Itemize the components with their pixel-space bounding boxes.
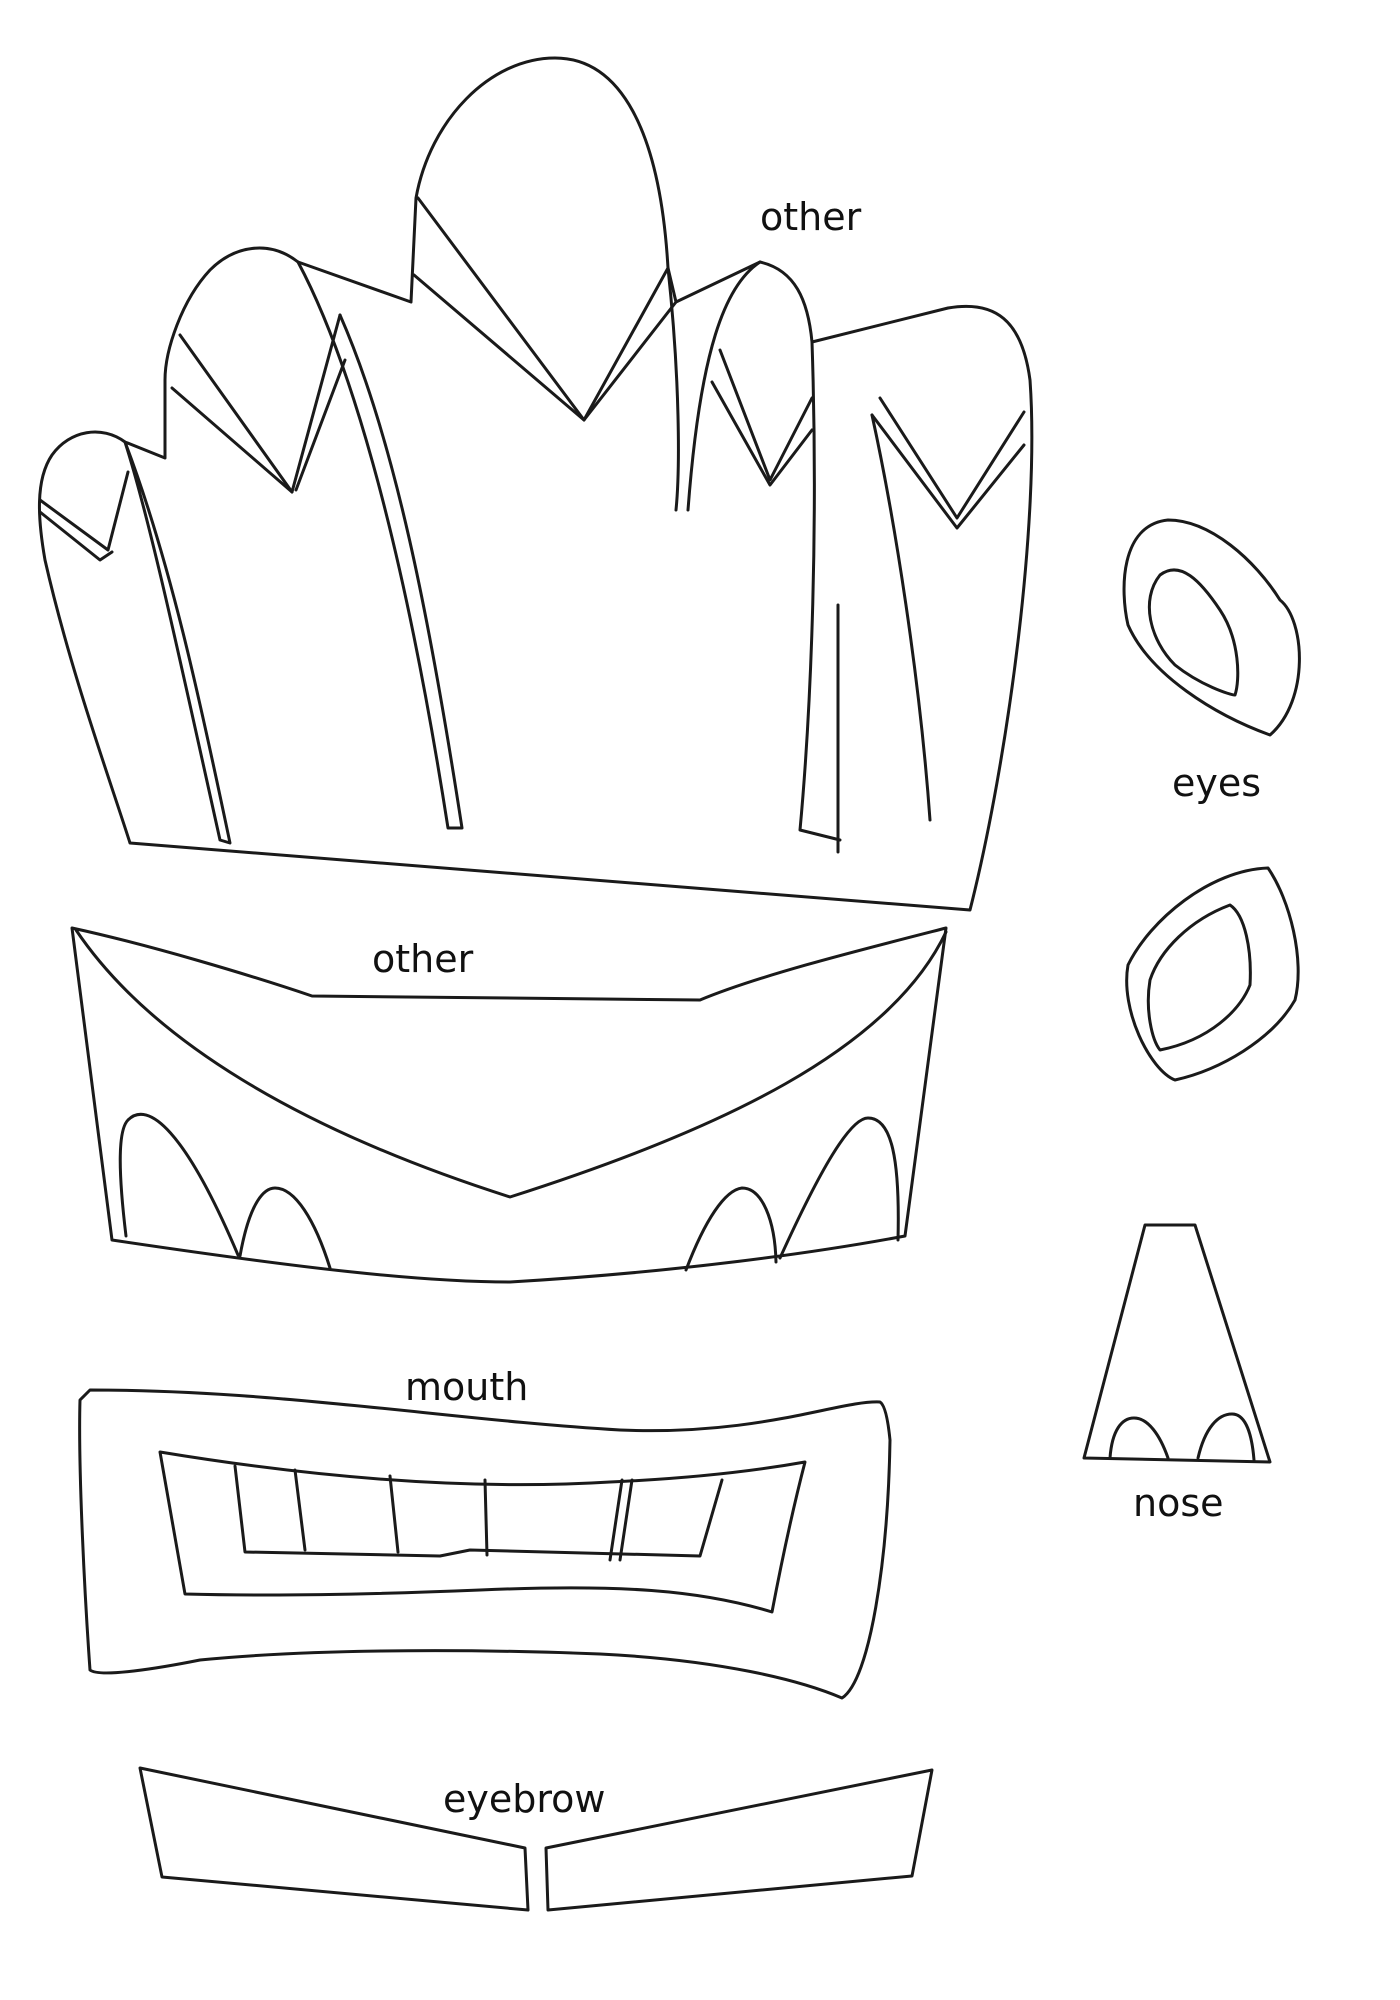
eyes-label: eyes	[1172, 761, 1261, 805]
mouth-piece	[78, 1388, 892, 1700]
headband-label: other	[372, 937, 474, 981]
mouth-label: mouth	[405, 1365, 528, 1409]
crown-feather-piece	[37, 56, 1034, 912]
eyebrow-piece-right	[544, 1768, 934, 1912]
crown-label: other	[760, 195, 862, 239]
nose-piece	[1082, 1223, 1272, 1464]
eyebrow-piece-left	[138, 1766, 530, 1912]
eye-piece-bottom	[1125, 866, 1300, 1082]
headband-piece	[70, 926, 948, 1284]
nose-label: nose	[1133, 1481, 1224, 1525]
eyebrow-label: eyebrow	[443, 1777, 605, 1821]
eye-piece-top	[1122, 518, 1301, 737]
